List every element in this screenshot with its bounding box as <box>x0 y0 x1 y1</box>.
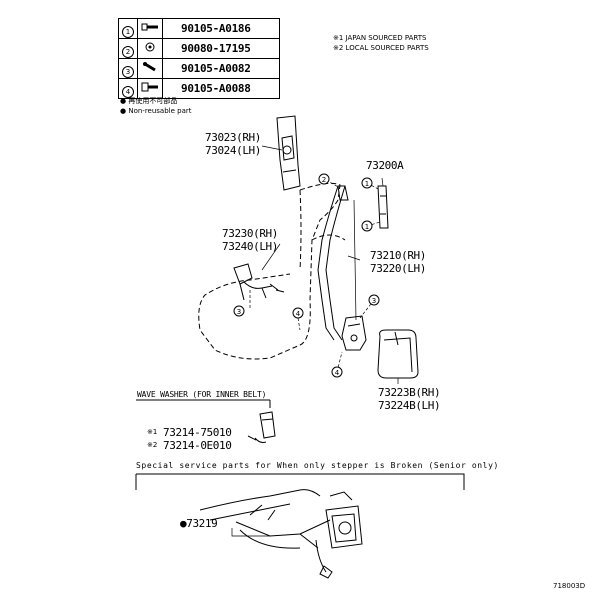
seat-outline-drawing <box>198 182 341 360</box>
callout-markers: 2 1 1 3 3 4 4 <box>233 173 380 378</box>
part-number: 90105-A0088 <box>162 78 280 99</box>
shoulder-anchor-drawing <box>276 115 301 191</box>
inner-buckle-drawing <box>233 263 253 285</box>
label-73024: 73024(LH) <box>205 144 262 157</box>
callout-4-marker: 4 <box>292 307 304 319</box>
svg-text:1: 1 <box>365 223 369 231</box>
non-reusable-note-en: ● Non-reusable part <box>120 107 192 115</box>
svg-text:3: 3 <box>372 297 376 305</box>
wave-washer-drawing <box>259 411 276 439</box>
callout-1-marker: 1 <box>361 220 373 232</box>
label-73230: 73230(RH) <box>222 227 279 240</box>
table-row: 1 90105-A0186 <box>118 18 280 39</box>
wave-washer-caption: WAVE WASHER (FOR INNER BELT) <box>137 390 267 399</box>
svg-text:1: 1 <box>365 180 369 188</box>
label-73219: ●73219 <box>180 517 218 530</box>
note-japan-sourced: ※1 JAPAN SOURCED PARTS <box>333 34 427 42</box>
svg-text:3: 3 <box>237 308 241 316</box>
callout-4-marker: 4 <box>331 366 343 378</box>
guide-bracket-drawing <box>377 185 389 229</box>
note-local-sourced: ※2 LOCAL SOURCED PARTS <box>333 44 429 52</box>
mark-local-sourced: ※2 <box>147 441 158 449</box>
mark-japan-sourced: ※1 <box>147 428 158 436</box>
callout-1: 1 <box>122 26 134 38</box>
callout-1-marker: 1 <box>361 177 373 189</box>
label-73210: 73210(RH) <box>370 249 427 262</box>
label-73214-0e010: 73214-0E010 <box>163 439 232 452</box>
table-row: 4 90105-A0088 <box>118 78 280 99</box>
label-73214-75010: 73214-75010 <box>163 426 232 439</box>
svg-text:4: 4 <box>296 310 301 318</box>
label-73023: 73023(RH) <box>205 131 262 144</box>
label-73223b: 73223B(RH) <box>378 386 441 399</box>
stepper-assembly-drawing <box>199 489 321 511</box>
label-73220: 73220(LH) <box>370 262 427 275</box>
diagram-id: 718003D <box>553 582 586 590</box>
label-73240: 73240(LH) <box>222 240 279 253</box>
svg-text:2: 2 <box>322 176 326 184</box>
fastener-parts-table: 1 90105-A0186 2 90080-17195 3 90105-A008… <box>118 18 280 99</box>
belt-webbing-drawing <box>317 185 339 341</box>
svg-text:4: 4 <box>335 369 340 377</box>
non-reusable-note-jp: ● 再使用不可部品 <box>120 97 178 105</box>
callout-3: 3 <box>122 66 134 78</box>
retractor-cover-drawing <box>377 329 419 379</box>
callout-2: 2 <box>122 46 134 58</box>
label-73200a: 73200A <box>366 159 404 172</box>
flange-bolt-icon <box>137 78 163 99</box>
callout-3-marker: 3 <box>368 294 380 306</box>
label-73224b: 73224B(LH) <box>378 399 441 412</box>
callout-2-marker: 2 <box>318 173 330 185</box>
screw-icon <box>137 58 163 79</box>
retractor-drawing <box>341 315 367 351</box>
callout-3-marker: 3 <box>233 305 245 317</box>
callout-4: 4 <box>122 86 134 98</box>
special-service-caption: Special service parts for When only step… <box>136 461 499 470</box>
part-number: 90105-A0186 <box>162 18 280 39</box>
